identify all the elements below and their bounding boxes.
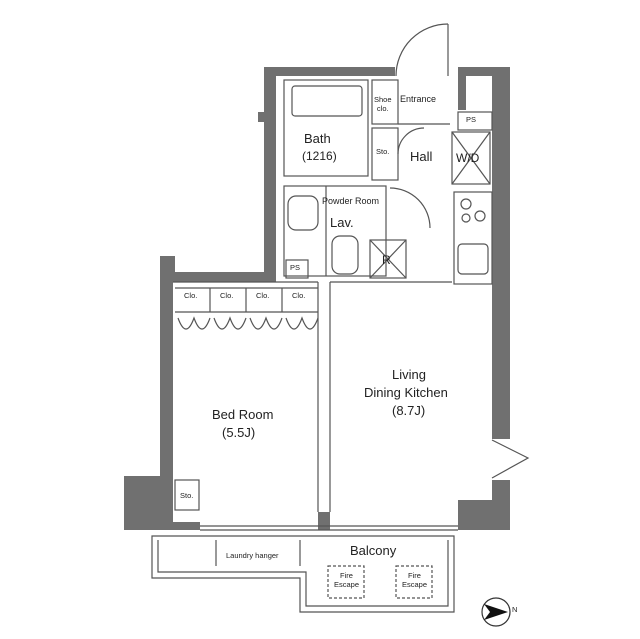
interior-walls [151, 23, 530, 613]
entrance-label: Entrance [400, 94, 437, 104]
north-arrow-icon [481, 597, 511, 627]
fire-escape-1-label: Fire Escape [334, 571, 360, 589]
bedroom-size-label: (5.5J) [222, 425, 256, 440]
closet-1-label: Clo. [184, 291, 198, 300]
balcony-label: Balcony [350, 543, 397, 558]
closet-4-label: Clo. [292, 291, 306, 300]
living-label: Living [392, 367, 426, 382]
storage-bed-label: Sto. [180, 491, 194, 500]
bath-size-label: (1216) [302, 149, 337, 163]
ldk-label: Dining Kitchen [364, 385, 448, 400]
powder-room-label: Powder Room [322, 196, 380, 206]
wd-label: W/D [456, 151, 480, 165]
fire-escape-2-label: Fire Escape [402, 571, 428, 589]
ps-top-label: PS [466, 115, 477, 124]
bath-label: Bath [304, 131, 331, 146]
closet-2-label: Clo. [220, 291, 234, 300]
hall-label: Hall [410, 149, 433, 164]
shoe-closet-label: Shoe clo. [374, 95, 392, 113]
ldk-size-label: (8.7J) [392, 403, 426, 418]
laundry-hanger-label: Laundry hanger [226, 551, 279, 560]
compass-label: N [512, 605, 518, 614]
bedroom-label: Bed Room [212, 407, 274, 422]
refrigerator-label: R [382, 253, 391, 267]
closet-3-label: Clo. [256, 291, 270, 300]
lav-label: Lav. [330, 215, 354, 230]
storage-hall-label: Sto. [376, 147, 390, 156]
exterior-walls [124, 67, 510, 530]
ps-mid-label: PS [290, 263, 301, 272]
